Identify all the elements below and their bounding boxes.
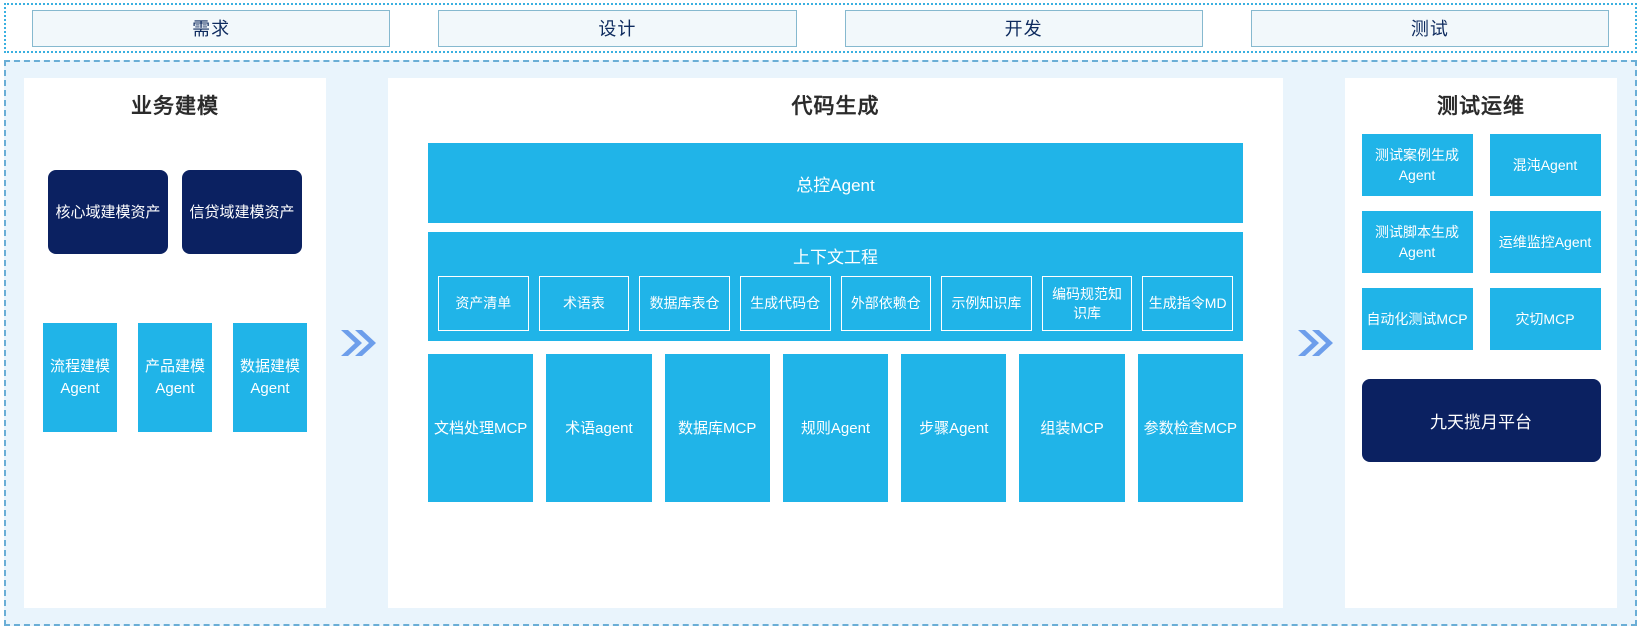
test-ops-grid: 测试案例生成Agent 混沌Agent 测试脚本生成Agent 运维监控Agen… <box>1361 134 1601 350</box>
business-modeling-body: 核心域建模资产 信贷域建模资产 流程建模Agent 产品建模Agent 数据建模… <box>38 126 312 432</box>
phase-box-design[interactable]: 设计 <box>438 9 797 47</box>
context-item-label: 编码规范知识库 <box>1052 285 1123 321</box>
control-agent-label: 总控Agent <box>796 175 875 195</box>
tool-label: 规则Agent <box>800 419 871 437</box>
tool-box-step-agent[interactable]: 步骤Agent <box>901 354 1007 502</box>
control-agent-box[interactable]: 总控Agent <box>428 143 1243 223</box>
tool-label: 术语agent <box>565 419 633 437</box>
ops-box-test-case-generation-agent[interactable]: 测试案例生成Agent <box>1361 134 1473 196</box>
phase-strip: 需求 设计 开发 测试 <box>4 3 1637 53</box>
tool-box-database-mcp[interactable]: 数据库MCP <box>664 354 770 502</box>
double-chevron-right-icon <box>1283 78 1345 608</box>
business-asset-row: 核心域建模资产 信贷域建模资产 <box>48 170 302 254</box>
phase-label: 设计 <box>598 19 637 39</box>
ops-box-ops-monitoring-agent[interactable]: 运维监控Agent <box>1489 211 1601 273</box>
ops-label: 自动化测试MCP <box>1366 311 1468 327</box>
phase-box-development[interactable]: 开发 <box>844 9 1203 47</box>
ops-box-disaster-switch-mcp[interactable]: 灾切MCP <box>1489 288 1601 350</box>
context-item-external-dependency-repo[interactable]: 外部依赖仓 <box>840 276 932 331</box>
tool-box-rule-agent[interactable]: 规则Agent <box>782 354 889 502</box>
platform-box-jiutian-lanyue[interactable]: 九天揽月平台 <box>1361 379 1601 462</box>
agent-label: 数据建模Agent <box>239 357 300 397</box>
phase-label: 测试 <box>1410 19 1449 39</box>
business-agent-row: 流程建模Agent 产品建模Agent 数据建模Agent <box>43 323 307 432</box>
phase-box-testing[interactable]: 测试 <box>1250 9 1609 47</box>
context-item-label: 生成代码仓 <box>750 295 821 311</box>
asset-label: 核心域建模资产 <box>55 203 161 221</box>
phase-box-requirements[interactable]: 需求 <box>32 9 391 47</box>
agent-label: 产品建模Agent <box>144 357 205 397</box>
context-item-label: 外部依赖仓 <box>850 295 921 311</box>
platform-label: 九天揽月平台 <box>1430 413 1532 432</box>
agent-label: 流程建模Agent <box>49 357 110 397</box>
agent-box-data-modeling[interactable]: 数据建模Agent <box>233 323 307 432</box>
agent-box-product-modeling[interactable]: 产品建模Agent <box>138 323 212 432</box>
main-region: 业务建模 核心域建模资产 信贷域建模资产 流程建模Agent 产品建模Agent <box>4 60 1637 626</box>
panel-title-test-ops: 测试运维 <box>1437 95 1525 118</box>
panel-test-ops: 测试运维 测试案例生成Agent 混沌Agent 测试脚本生成Agent 运维监… <box>1345 78 1617 608</box>
tool-box-glossary-agent[interactable]: 术语agent <box>546 354 652 502</box>
context-item-glossary[interactable]: 术语表 <box>538 276 630 331</box>
tool-label: 文档处理MCP <box>433 419 528 437</box>
context-item-generated-code-repo[interactable]: 生成代码仓 <box>739 276 831 331</box>
context-item-example-knowledge-base[interactable]: 示例知识库 <box>941 276 1032 331</box>
tool-label: 数据库MCP <box>678 419 757 437</box>
tool-label: 参数检查MCP <box>1143 419 1237 437</box>
code-generation-tool-row: 文档处理MCP 术语agent 数据库MCP 规则Agent 步骤Agent <box>428 354 1243 502</box>
ops-label: 测试脚本生成Agent <box>1375 224 1459 260</box>
context-item-label: 术语表 <box>562 295 605 311</box>
tool-label: 组装MCP <box>1040 419 1104 437</box>
context-engineering-items: 资产清单 术语表 数据库表仓 生成代码仓 外部依赖仓 <box>438 276 1233 331</box>
tool-label: 步骤Agent <box>919 419 989 437</box>
panel-business-modeling: 业务建模 核心域建模资产 信贷域建模资产 流程建模Agent 产品建模Agent <box>24 78 326 608</box>
tool-box-parameter-check-mcp[interactable]: 参数检查MCP <box>1137 354 1243 502</box>
context-engineering-title: 上下文工程 <box>793 248 878 267</box>
double-chevron-right-icon <box>326 78 388 608</box>
panel-code-generation: 代码生成 总控Agent 上下文工程 资产清单 术语表 <box>388 78 1283 608</box>
panel-title-business-modeling: 业务建模 <box>131 95 219 118</box>
context-item-label: 数据库表仓 <box>649 295 720 311</box>
asset-box-core-domain[interactable]: 核心域建模资产 <box>48 170 168 254</box>
ops-box-test-script-generation-agent[interactable]: 测试脚本生成Agent <box>1361 211 1473 273</box>
context-item-generation-instruction-md[interactable]: 生成指令MD <box>1142 276 1233 331</box>
tool-box-document-processing-mcp[interactable]: 文档处理MCP <box>428 354 534 502</box>
panel-title-code-generation: 代码生成 <box>791 95 880 118</box>
context-item-asset-list[interactable]: 资产清单 <box>438 276 529 331</box>
ops-label: 运维监控Agent <box>1498 234 1592 250</box>
ops-label: 灾切MCP <box>1515 311 1575 327</box>
ops-box-automated-test-mcp[interactable]: 自动化测试MCP <box>1361 288 1473 350</box>
context-item-label: 资产清单 <box>455 295 512 311</box>
ops-box-chaos-agent[interactable]: 混沌Agent <box>1489 134 1601 196</box>
phase-label: 开发 <box>1004 19 1043 39</box>
context-engineering-block: 上下文工程 资产清单 术语表 数据库表仓 生成代码仓 <box>428 232 1243 341</box>
tool-box-assembly-mcp[interactable]: 组装MCP <box>1019 354 1125 502</box>
context-item-db-table-repo[interactable]: 数据库表仓 <box>639 276 730 331</box>
ops-label: 混沌Agent <box>1512 157 1578 173</box>
asset-label: 信贷域建模资产 <box>189 203 295 221</box>
context-item-label: 示例知识库 <box>951 295 1022 311</box>
phase-label: 需求 <box>192 19 231 39</box>
asset-box-credit-domain[interactable]: 信贷域建模资产 <box>182 170 302 254</box>
code-generation-body: 总控Agent 上下文工程 资产清单 术语表 数据库表仓 <box>408 126 1263 502</box>
agent-box-process-modeling[interactable]: 流程建模Agent <box>43 323 117 432</box>
context-item-coding-standard-kb[interactable]: 编码规范知识库 <box>1041 276 1133 331</box>
context-item-label: 生成指令MD <box>1148 295 1227 311</box>
ops-label: 测试案例生成Agent <box>1375 147 1459 183</box>
